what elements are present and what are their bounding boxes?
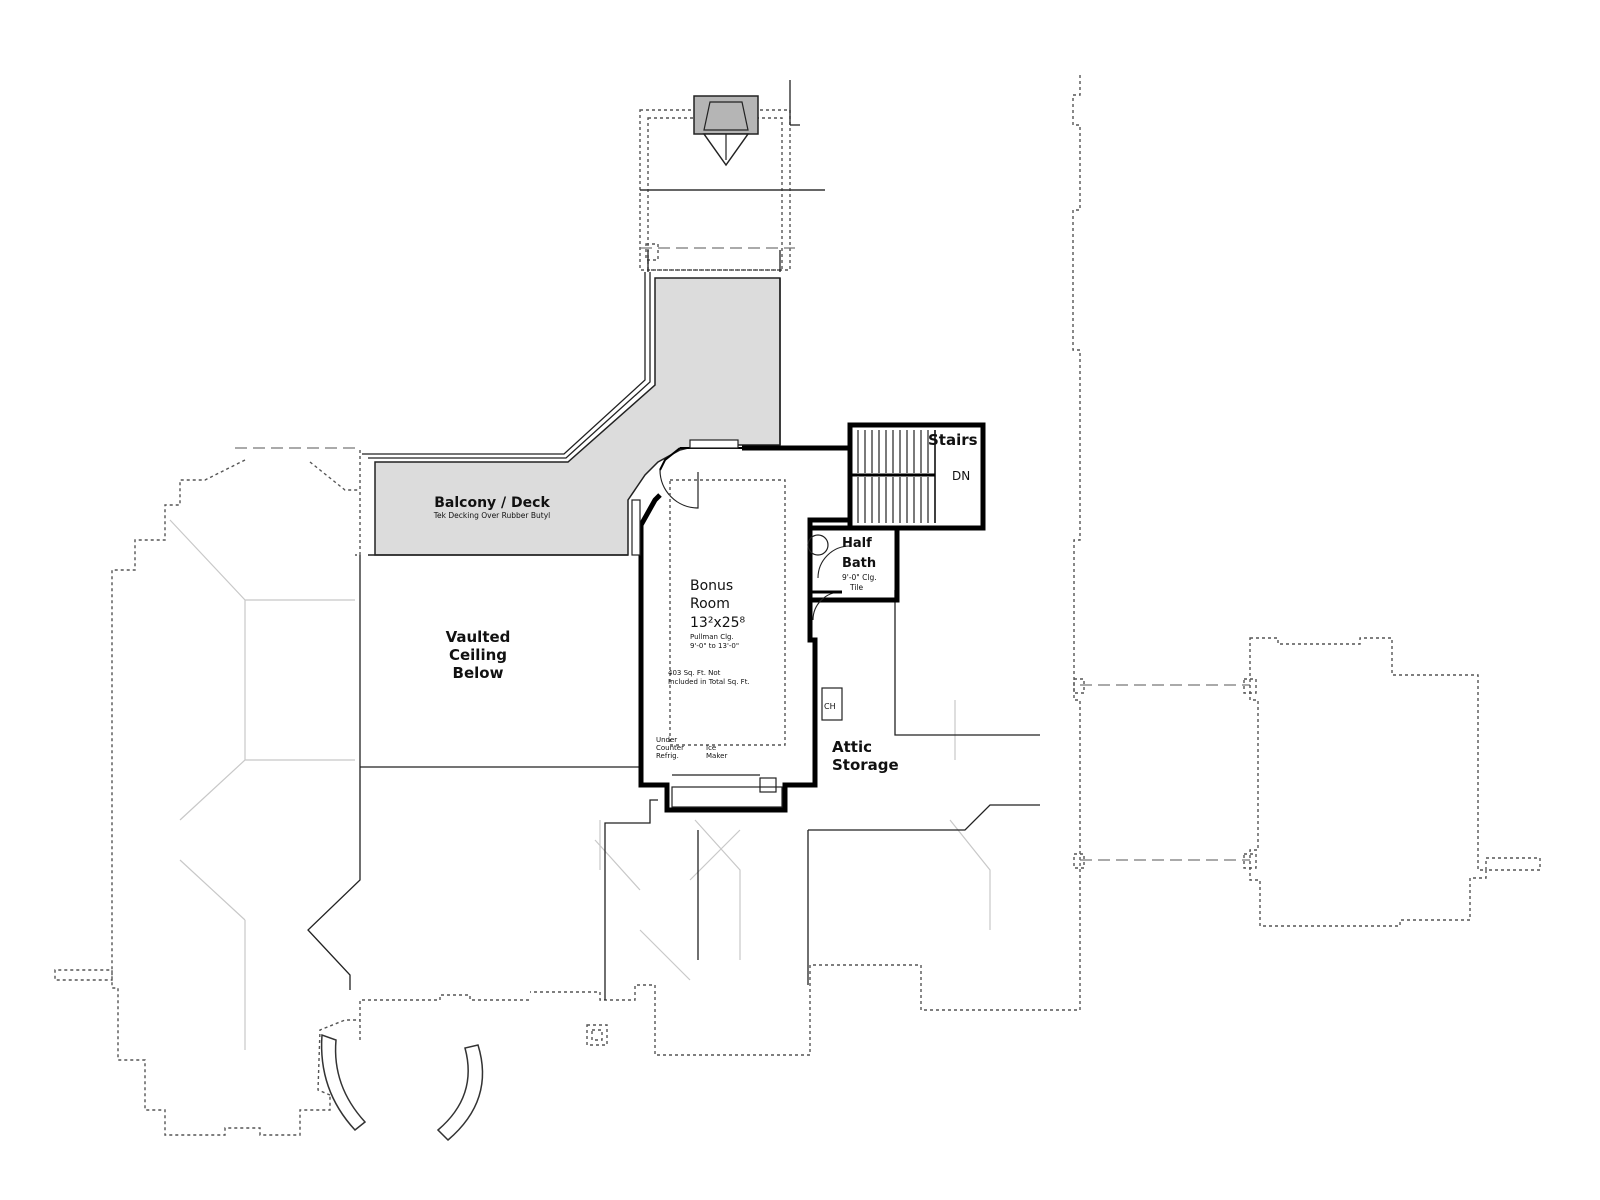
bonus-ceiling2: 9'-0" to 13'-0" xyxy=(690,642,739,650)
attic-outline xyxy=(697,590,1040,985)
undercounter-line1: Under xyxy=(656,736,677,744)
balcony-label: Balcony / Deck xyxy=(434,495,550,511)
bonus-sqft2: Included in Total Sq. Ft. xyxy=(668,678,750,686)
stairs-label: Stairs xyxy=(928,431,978,449)
bonus-room-walls xyxy=(631,439,853,813)
vaulted-line3: Below xyxy=(453,664,504,682)
vaulted-line2: Ceiling xyxy=(449,646,507,664)
undercounter-line2: Counter xyxy=(656,744,684,752)
main-house-left-outline xyxy=(54,447,608,1142)
bonus-dims: 13²x25⁸ xyxy=(690,615,746,631)
half-bath-line1: Half xyxy=(842,536,872,551)
closet-mark: CH xyxy=(824,702,836,711)
bonus-line1: Bonus xyxy=(690,578,733,594)
ice-maker-line2: Maker xyxy=(706,752,727,760)
ice-maker-line1: Ice xyxy=(706,744,716,752)
vaulted-area-outline xyxy=(307,555,658,1000)
right-wing-outline xyxy=(1243,637,1541,927)
half-bath xyxy=(807,525,900,721)
stairs-down-label: DN xyxy=(952,469,970,483)
bonus-sqft1: 403 Sq. Ft. Not xyxy=(668,669,721,677)
stairs-block xyxy=(847,422,986,531)
half-bath-note2: Tile xyxy=(849,583,864,592)
balcony-note: Tek Decking Over Rubber Butyl xyxy=(433,511,551,520)
half-bath-line2: Bath xyxy=(842,556,876,571)
undercounter-line3: Refrig. xyxy=(656,752,679,760)
attic-line2: Storage xyxy=(832,756,899,774)
bonus-line2: Room xyxy=(690,596,730,612)
half-bath-note1: 9'-0" Clg. xyxy=(842,573,877,582)
vaulted-line1: Vaulted xyxy=(446,628,511,646)
chimney xyxy=(693,95,759,167)
main-house-right-outline xyxy=(530,75,1250,1056)
attic-line1: Attic xyxy=(832,738,872,756)
balcony-deck xyxy=(362,250,781,556)
bonus-ceiling1: Pullman Clg. xyxy=(690,633,734,641)
